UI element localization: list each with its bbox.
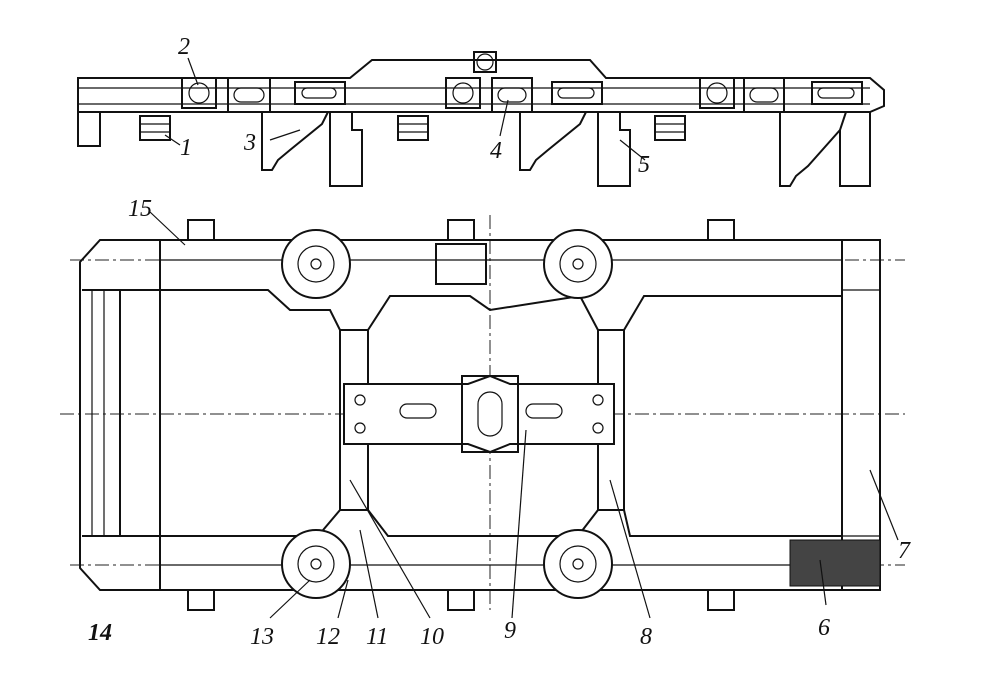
callout-3: 3 xyxy=(243,130,256,156)
callout-5: 5 xyxy=(638,152,650,178)
axlebox-seat-top-right xyxy=(543,229,613,299)
plan-view xyxy=(60,215,905,611)
callout-11: 11 xyxy=(366,624,388,650)
spring-cup-left xyxy=(139,115,171,141)
callout-13: 13 xyxy=(250,624,274,650)
callout-4: 4 xyxy=(490,138,502,164)
callout-2: 2 xyxy=(178,34,190,60)
callout-15: 15 xyxy=(128,196,152,222)
callout-12: 12 xyxy=(316,624,340,650)
callout-1: 1 xyxy=(180,135,192,161)
callout-6: 6 xyxy=(818,615,830,641)
callout-labels: 1 2 3 4 5 6 7 8 9 10 11 12 13 14 15 xyxy=(88,34,911,650)
spring-cup-right xyxy=(654,115,686,141)
center-pivot-beam xyxy=(343,374,615,454)
callout-8: 8 xyxy=(640,624,652,650)
callout-14: 14 xyxy=(88,620,112,646)
spring-cup-mid xyxy=(397,115,429,141)
callout-9: 9 xyxy=(504,618,516,644)
axlebox-seat-bottom-right xyxy=(543,529,613,599)
axlebox-seat-top-left xyxy=(281,229,351,299)
callout-7: 7 xyxy=(898,538,911,564)
axlebox-seat-bottom-left xyxy=(281,529,351,599)
side-view xyxy=(77,51,885,187)
callout-10: 10 xyxy=(420,624,444,650)
leader-lines xyxy=(149,57,899,619)
